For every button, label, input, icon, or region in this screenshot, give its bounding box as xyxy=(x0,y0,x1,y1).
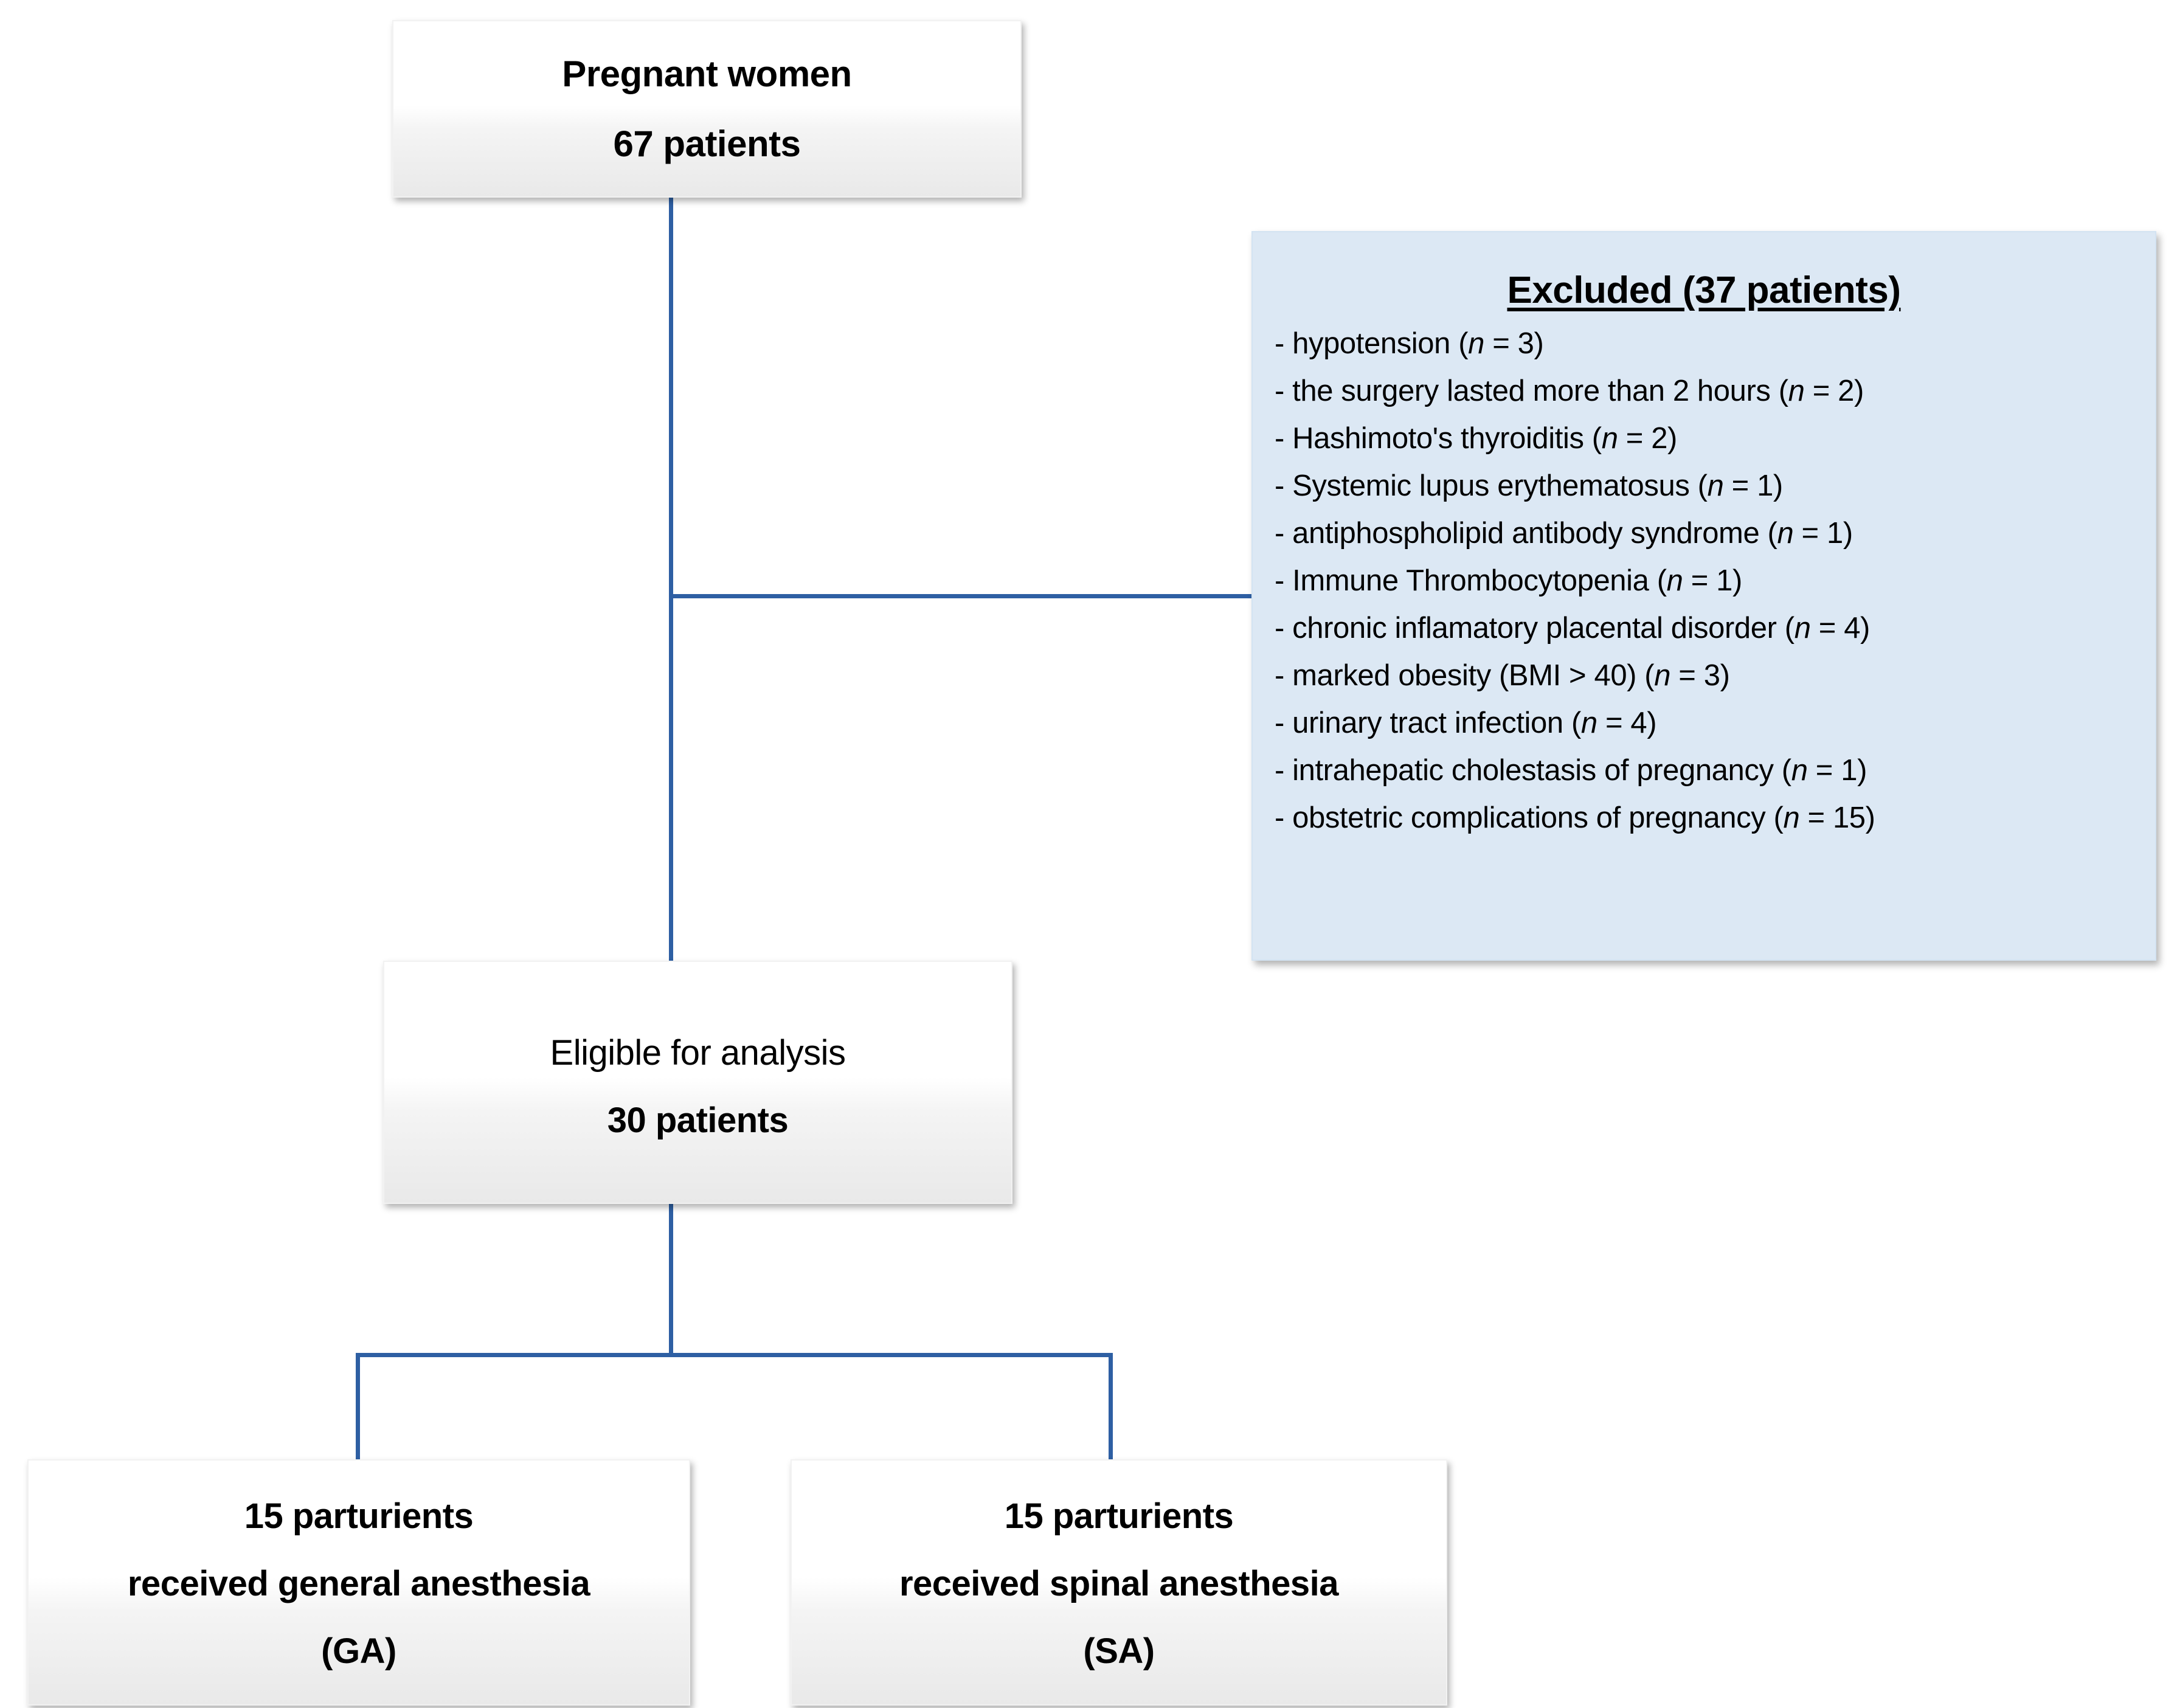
excluded-item-count: = 3) xyxy=(1670,659,1730,692)
excluded-item-n-symbol: n xyxy=(1666,564,1683,597)
excluded-item-n-symbol: n xyxy=(1707,469,1724,502)
node-ga-line3: (GA) xyxy=(321,1631,396,1671)
excluded-item-n-symbol: n xyxy=(1783,801,1800,834)
excluded-item-count: = 3) xyxy=(1484,327,1544,360)
excluded-item-text: - obstetric complications of pregnancy ( xyxy=(1275,801,1784,834)
node-eligible-for-analysis: Eligible for analysis 30 patients xyxy=(383,961,1012,1204)
node-eligible-line1: Eligible for analysis xyxy=(550,1033,846,1073)
excluded-item-text: - hypotension ( xyxy=(1275,327,1469,360)
excluded-item-text: - antiphospholipid antibody syndrome ( xyxy=(1275,517,1777,550)
excluded-item-count: = 4) xyxy=(1810,612,1871,645)
node-pregnant-women: Pregnant women 67 patients xyxy=(392,20,1022,198)
excluded-item-text: - Immune Thrombocytopenia ( xyxy=(1275,564,1667,597)
excluded-list: - hypotension (n = 3)- the surgery laste… xyxy=(1275,329,2133,833)
excluded-item-n-symbol: n xyxy=(1794,612,1811,645)
excluded-list-item: - the surgery lasted more than 2 hours (… xyxy=(1275,376,2133,406)
excluded-item-n-symbol: n xyxy=(1580,707,1597,739)
excluded-item-text: - Systemic lupus erythematosus ( xyxy=(1275,469,1708,502)
node-ga-line2: received general anesthesia xyxy=(127,1563,590,1603)
node-sa-line1: 15 parturients xyxy=(1004,1496,1234,1536)
excluded-list-item: - marked obesity (BMI > 40) (n = 3) xyxy=(1275,661,2133,691)
excluded-item-count: = 1) xyxy=(1793,517,1853,550)
excluded-list-item: - Hashimoto's thyroiditis (n = 2) xyxy=(1275,424,2133,454)
excluded-item-count: = 1) xyxy=(1723,469,1784,502)
connector-to-ga xyxy=(356,1353,360,1462)
connector-to-sa xyxy=(1109,1353,1113,1462)
excluded-item-text: - chronic inflamatory placental disorder… xyxy=(1275,612,1795,645)
excluded-item-n-symbol: n xyxy=(1468,327,1484,360)
connector-to-excluded xyxy=(669,594,1254,598)
node-general-anesthesia-group: 15 parturients received general anesthes… xyxy=(27,1459,690,1706)
excluded-title: Excluded (37 patients) xyxy=(1507,269,1901,311)
excluded-item-n-symbol: n xyxy=(1791,754,1808,787)
excluded-item-count: = 15) xyxy=(1799,801,1875,834)
excluded-item-count: = 1) xyxy=(1807,754,1867,787)
excluded-list-item: - antiphospholipid antibody syndrome (n … xyxy=(1275,519,2133,548)
node-eligible-line2: 30 patients xyxy=(607,1100,789,1140)
excluded-item-n-symbol: n xyxy=(1654,659,1671,692)
excluded-item-text: - urinary tract infection ( xyxy=(1275,707,1581,739)
node-sa-line3: (SA) xyxy=(1083,1631,1155,1671)
excluded-list-item: - hypotension (n = 3) xyxy=(1275,329,2133,359)
excluded-item-count: = 2) xyxy=(1618,422,1678,455)
node-sa-line2: received spinal anesthesia xyxy=(899,1563,1339,1603)
excluded-item-n-symbol: n xyxy=(1788,375,1805,407)
excluded-item-text: - marked obesity (BMI > 40) ( xyxy=(1275,659,1655,692)
excluded-list-item: - Immune Thrombocytopenia (n = 1) xyxy=(1275,566,2133,596)
panel-excluded: Excluded (37 patients) - hypotension (n … xyxy=(1251,231,2156,961)
connector-eligible-stem xyxy=(669,1204,673,1355)
excluded-list-item: - chronic inflamatory placental disorder… xyxy=(1275,614,2133,643)
excluded-item-text: - intrahepatic cholestasis of pregnancy … xyxy=(1275,754,1791,787)
excluded-item-n-symbol: n xyxy=(1601,422,1618,455)
excluded-list-item: - Systemic lupus erythematosus (n = 1) xyxy=(1275,471,2133,501)
connector-split-bar xyxy=(356,1353,1113,1357)
node-ga-line1: 15 parturients xyxy=(244,1496,474,1536)
excluded-list-item: - intrahepatic cholestasis of pregnancy … xyxy=(1275,756,2133,786)
excluded-item-text: - the surgery lasted more than 2 hours ( xyxy=(1275,375,1788,407)
excluded-item-count: = 4) xyxy=(1597,707,1657,739)
connector-top-to-eligible xyxy=(669,198,673,963)
node-pregnant-women-line2: 67 patients xyxy=(613,123,801,164)
excluded-item-count: = 1) xyxy=(1683,564,1743,597)
node-spinal-anesthesia-group: 15 parturients received spinal anesthesi… xyxy=(791,1459,1447,1706)
excluded-list-item: - urinary tract infection (n = 4) xyxy=(1275,708,2133,738)
node-pregnant-women-line1: Pregnant women xyxy=(562,54,852,94)
excluded-item-text: - Hashimoto's thyroiditis ( xyxy=(1275,422,1602,455)
excluded-item-count: = 2) xyxy=(1804,375,1864,407)
excluded-list-item: - obstetric complications of pregnancy (… xyxy=(1275,803,2133,833)
excluded-item-n-symbol: n xyxy=(1777,517,1794,550)
